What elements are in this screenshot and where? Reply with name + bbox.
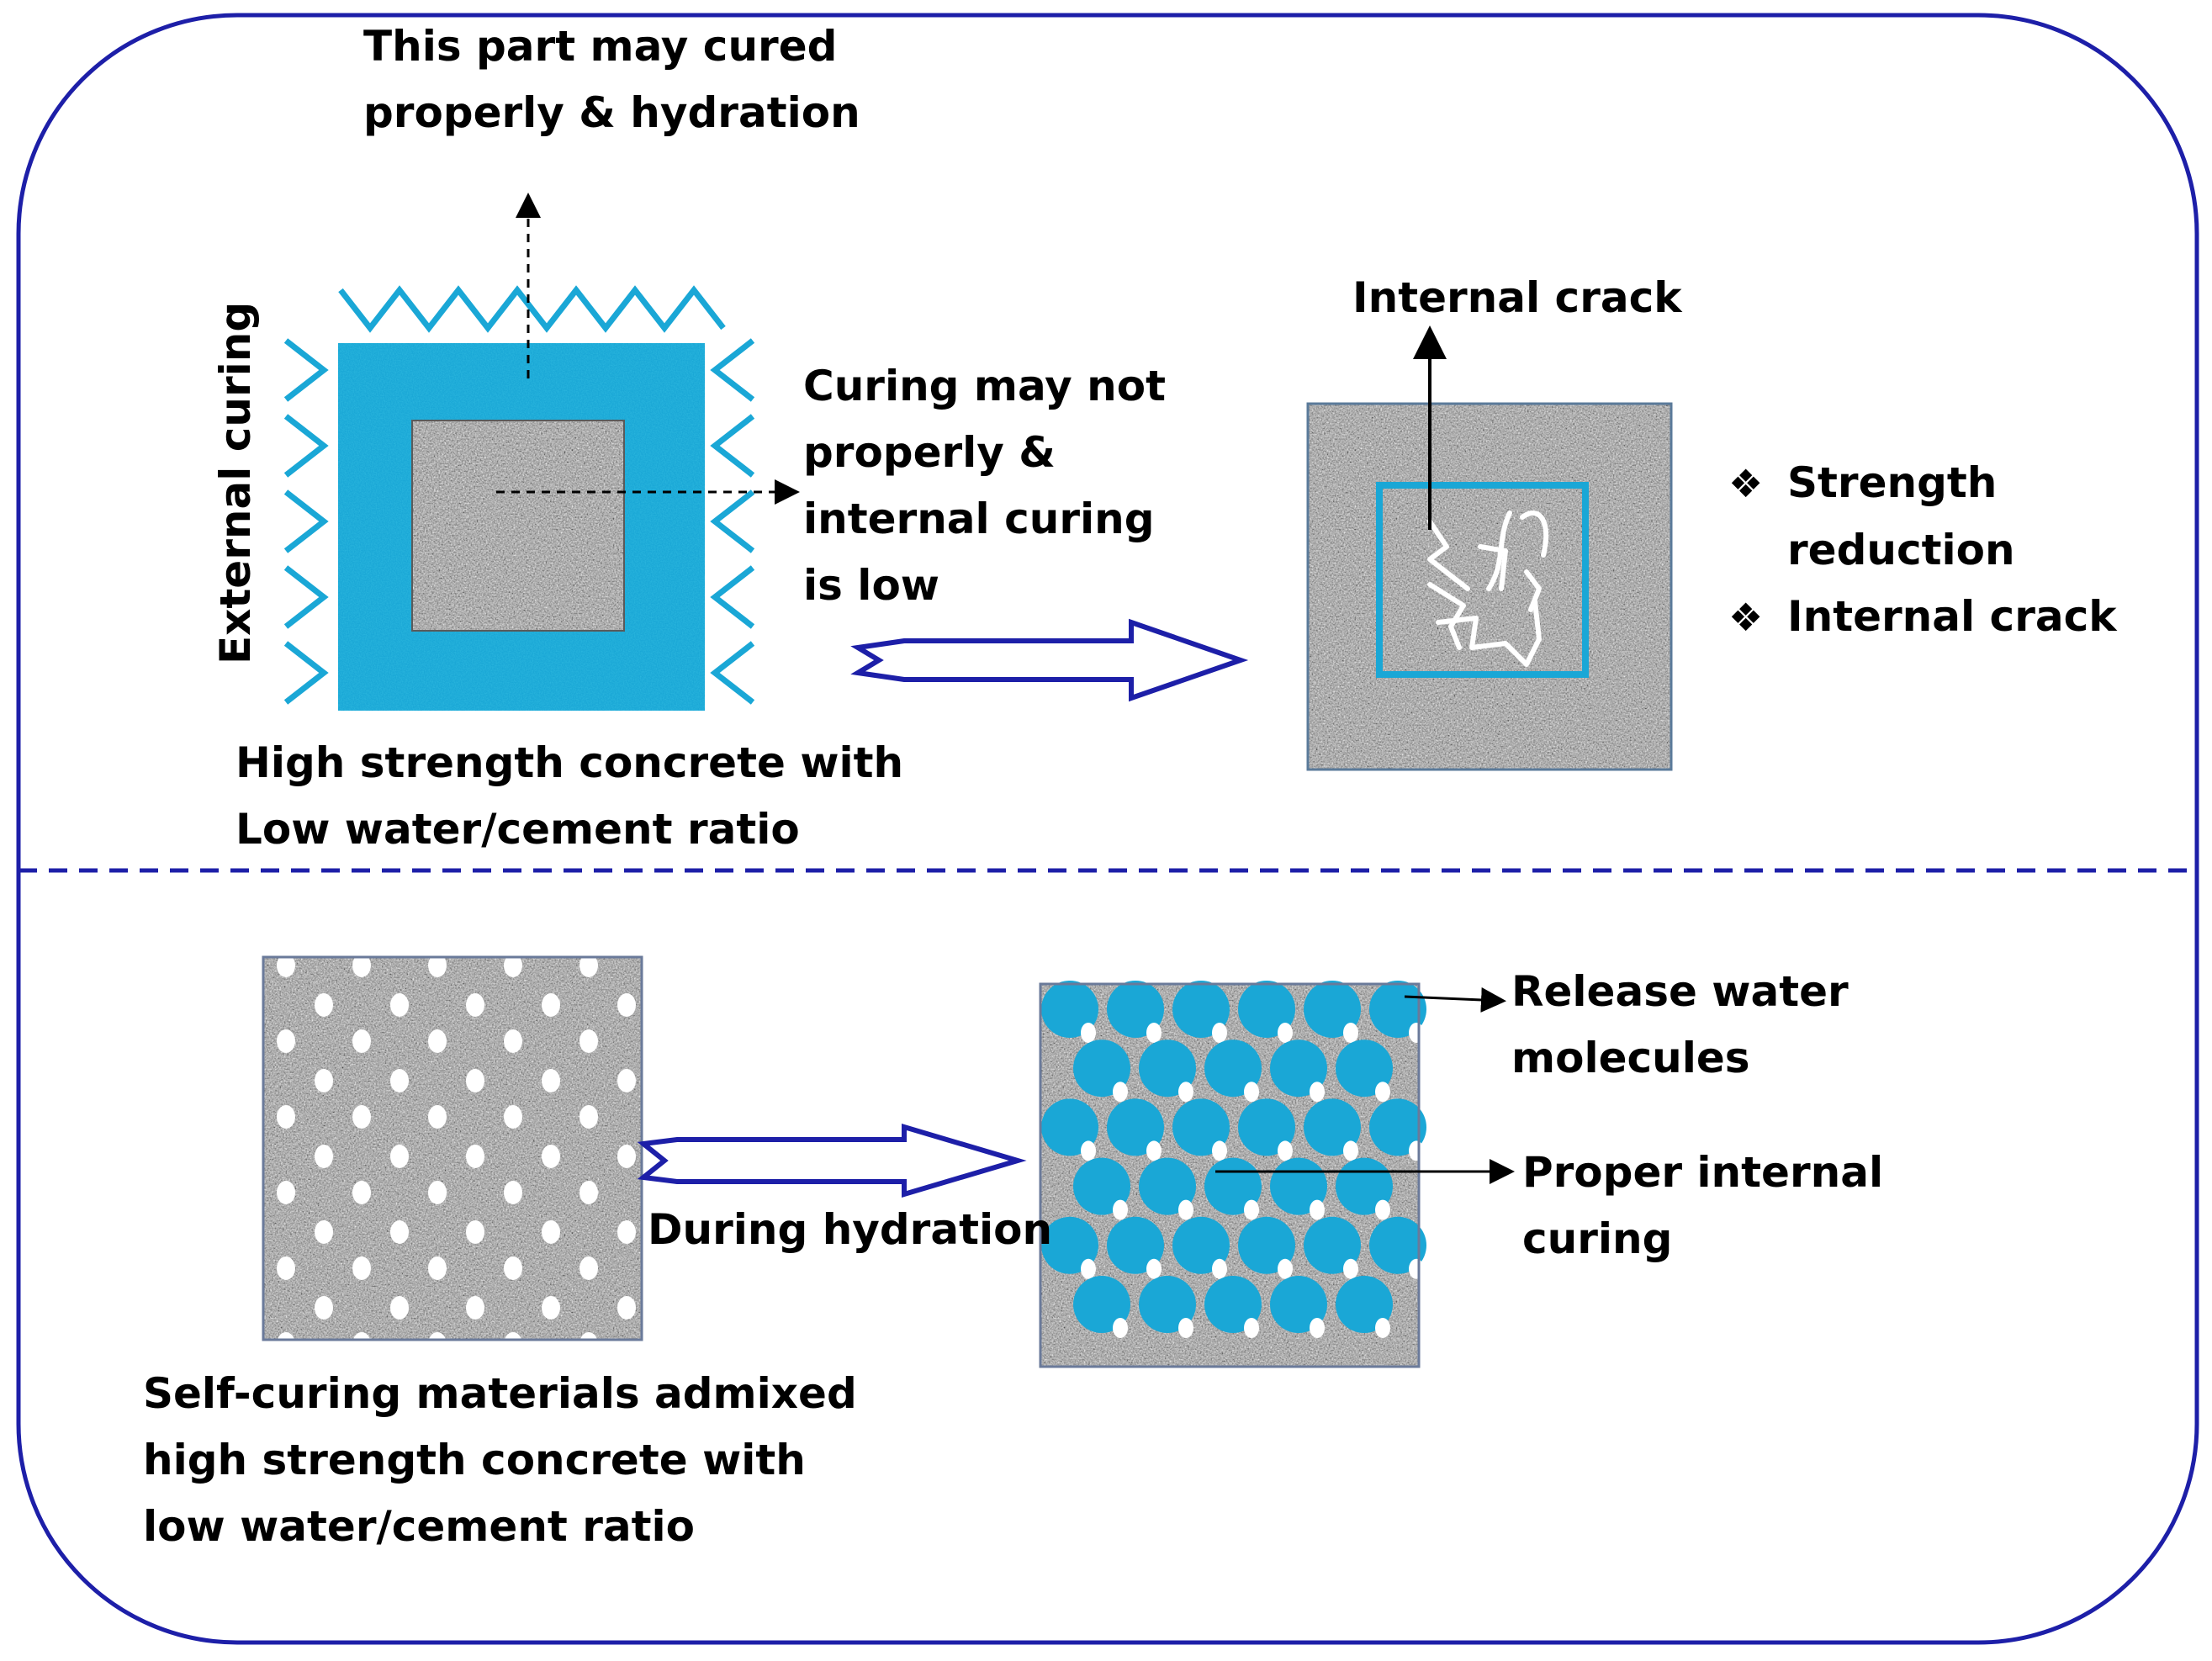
transition-arrow-top xyxy=(850,618,1249,702)
pore-dot xyxy=(1212,1023,1227,1043)
pore-dot xyxy=(1146,1140,1162,1161)
pore-dot xyxy=(1081,1140,1096,1161)
pore-dot xyxy=(1310,1082,1325,1103)
hydration-blob xyxy=(1369,1216,1426,1274)
hydration-blob xyxy=(1304,1216,1361,1274)
internal-crack-label: Internal crack xyxy=(1352,273,1682,322)
hydration-blob xyxy=(1270,1276,1327,1333)
external-cured-specimen xyxy=(338,343,705,711)
hydration-blob xyxy=(1238,1216,1295,1274)
hydration-blob xyxy=(1369,1098,1426,1156)
pore-dot xyxy=(1146,1258,1162,1279)
pore-dot xyxy=(1278,1258,1293,1279)
internal-crack-lines xyxy=(1427,510,1549,667)
external-curing-label: External curing xyxy=(211,301,260,664)
pore-dot xyxy=(1343,1258,1358,1279)
hydration-blob xyxy=(1107,981,1164,1038)
pore-dot xyxy=(1113,1199,1128,1220)
hydration-blob xyxy=(1204,1276,1262,1333)
hydration-blob xyxy=(1073,1039,1130,1098)
effect-item: ❖Internal crack xyxy=(1728,584,2116,651)
hydrated-specimen xyxy=(1039,981,1426,1368)
self-curing-caption: Self-curing materials admixed high stren… xyxy=(143,1369,857,1551)
hydration-blob xyxy=(1041,1098,1098,1156)
release-water-label: Release water molecules xyxy=(1511,967,1849,1082)
hydration-blob xyxy=(1304,1098,1361,1156)
hydration-blob xyxy=(1369,981,1426,1038)
pore-dot xyxy=(1409,1258,1424,1279)
pore-dot xyxy=(1113,1318,1128,1338)
pore-dot xyxy=(1375,1318,1390,1338)
hydration-blob xyxy=(1139,1276,1196,1333)
hydration-blob xyxy=(1172,981,1230,1038)
hydration-blob xyxy=(1172,1098,1230,1156)
pore-dot xyxy=(1375,1082,1390,1103)
pore-dot xyxy=(1375,1199,1390,1220)
pore-dot xyxy=(1310,1199,1325,1220)
release-water-pointer xyxy=(1404,987,1506,1013)
pore-dot xyxy=(1343,1023,1358,1043)
hydration-blob xyxy=(1107,1216,1164,1274)
pore-dot xyxy=(1409,1140,1424,1161)
hydration-blob xyxy=(1073,1157,1130,1215)
hydration-blob xyxy=(1107,1098,1164,1156)
transition-arrow-bottom xyxy=(637,1123,1027,1198)
pore-dot xyxy=(1244,1318,1259,1338)
pore-dot xyxy=(1178,1318,1193,1338)
pore-dot xyxy=(1081,1023,1096,1043)
four-diamond-bullet-icon: ❖ xyxy=(1728,595,1764,640)
effects-list: ❖Strength reduction ❖Internal crack xyxy=(1728,450,2116,651)
pore-dot xyxy=(1081,1258,1096,1279)
hydration-blob xyxy=(1041,981,1098,1038)
during-hydration-label: During hydration xyxy=(648,1205,1053,1254)
hydration-blob xyxy=(1304,981,1361,1038)
hydration-blob xyxy=(1336,1039,1393,1098)
specimen-caption-top: High strength concrete with Low water/ce… xyxy=(235,738,904,854)
outer-frame xyxy=(16,13,2199,1645)
proper-curing-label: Proper internal curing xyxy=(1522,1148,1884,1263)
pore-dot xyxy=(1244,1082,1259,1103)
hydration-blob xyxy=(1204,1039,1262,1098)
pore-dot xyxy=(1310,1318,1325,1338)
hydration-blob xyxy=(1172,1216,1230,1274)
hydration-blob xyxy=(1073,1276,1130,1333)
cracked-specimen xyxy=(1306,402,1673,771)
hydration-blobs xyxy=(1041,981,1426,1338)
four-diamond-bullet-icon: ❖ xyxy=(1728,461,1764,506)
pore-dot xyxy=(1409,1023,1424,1043)
pore-dot xyxy=(1178,1199,1193,1220)
inner-zone-outline xyxy=(1376,482,1589,678)
pore-dot xyxy=(1343,1140,1358,1161)
pore-dot xyxy=(1146,1023,1162,1043)
hydration-blob xyxy=(1139,1157,1196,1215)
cured-part-label: This part may cured properly & hydration xyxy=(363,22,860,137)
pore-dot xyxy=(1278,1023,1293,1043)
pore-dot xyxy=(1212,1140,1227,1161)
hydration-blob xyxy=(1238,1098,1295,1156)
effect-item-continued: reduction xyxy=(1787,526,2015,574)
effect-item: ❖Strength xyxy=(1728,450,2116,517)
pore-dot xyxy=(1244,1199,1259,1220)
curing-zigzag-top xyxy=(338,285,726,333)
hydration-blob xyxy=(1139,1039,1196,1098)
hydration-blob xyxy=(1336,1276,1393,1333)
curing-zigzag-right xyxy=(710,338,755,705)
curing-not-proper-label: Curing may not properly & internal curin… xyxy=(803,362,1167,610)
pore-dot xyxy=(1278,1140,1293,1161)
hydration-blob xyxy=(1270,1039,1327,1098)
hydration-blob xyxy=(1238,981,1295,1038)
pore-dot xyxy=(1113,1082,1128,1103)
self-curing-specimen xyxy=(262,955,643,1341)
curing-zigzag-left xyxy=(283,338,329,705)
pore-dot xyxy=(1178,1082,1193,1103)
pore-dot xyxy=(1212,1258,1227,1279)
hydration-blob xyxy=(1041,1216,1098,1274)
